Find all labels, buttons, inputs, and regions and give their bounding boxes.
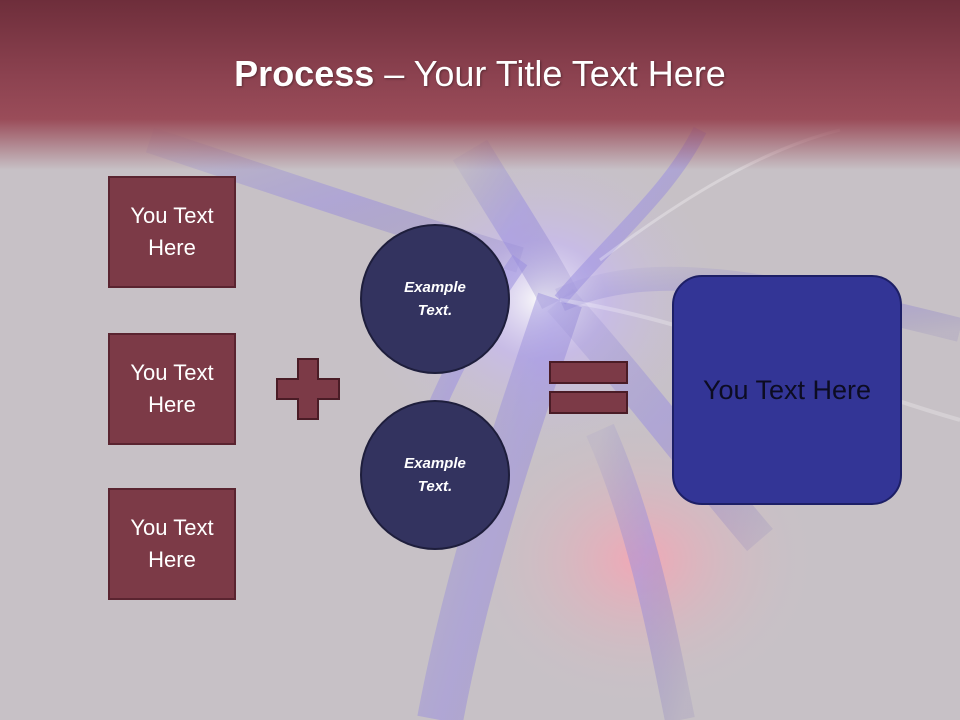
example-circle-1-label: Example Text.: [404, 279, 466, 319]
input-box-1-label: You Text Here: [130, 203, 214, 260]
title-rest: – Your Title Text Here: [374, 53, 726, 94]
title-bold: Process: [234, 53, 375, 94]
title-band: [0, 0, 960, 170]
input-box-1[interactable]: You Text Here: [108, 176, 236, 288]
example-circle-2[interactable]: Example Text.: [360, 400, 510, 550]
input-box-2-label: You Text Here: [130, 360, 214, 417]
input-box-3[interactable]: You Text Here: [108, 488, 236, 600]
result-box-label: You Text Here: [702, 375, 872, 405]
example-circle-1[interactable]: Example Text.: [360, 224, 510, 374]
input-box-2[interactable]: You Text Here: [108, 333, 236, 445]
result-box[interactable]: You Text Here: [672, 275, 902, 505]
input-box-3-label: You Text Here: [130, 515, 214, 572]
plus-icon: [276, 358, 340, 420]
page-title: Process – Your Title Text Here: [0, 52, 960, 96]
example-circle-2-label: Example Text.: [404, 455, 466, 495]
equals-icon: [549, 361, 628, 414]
